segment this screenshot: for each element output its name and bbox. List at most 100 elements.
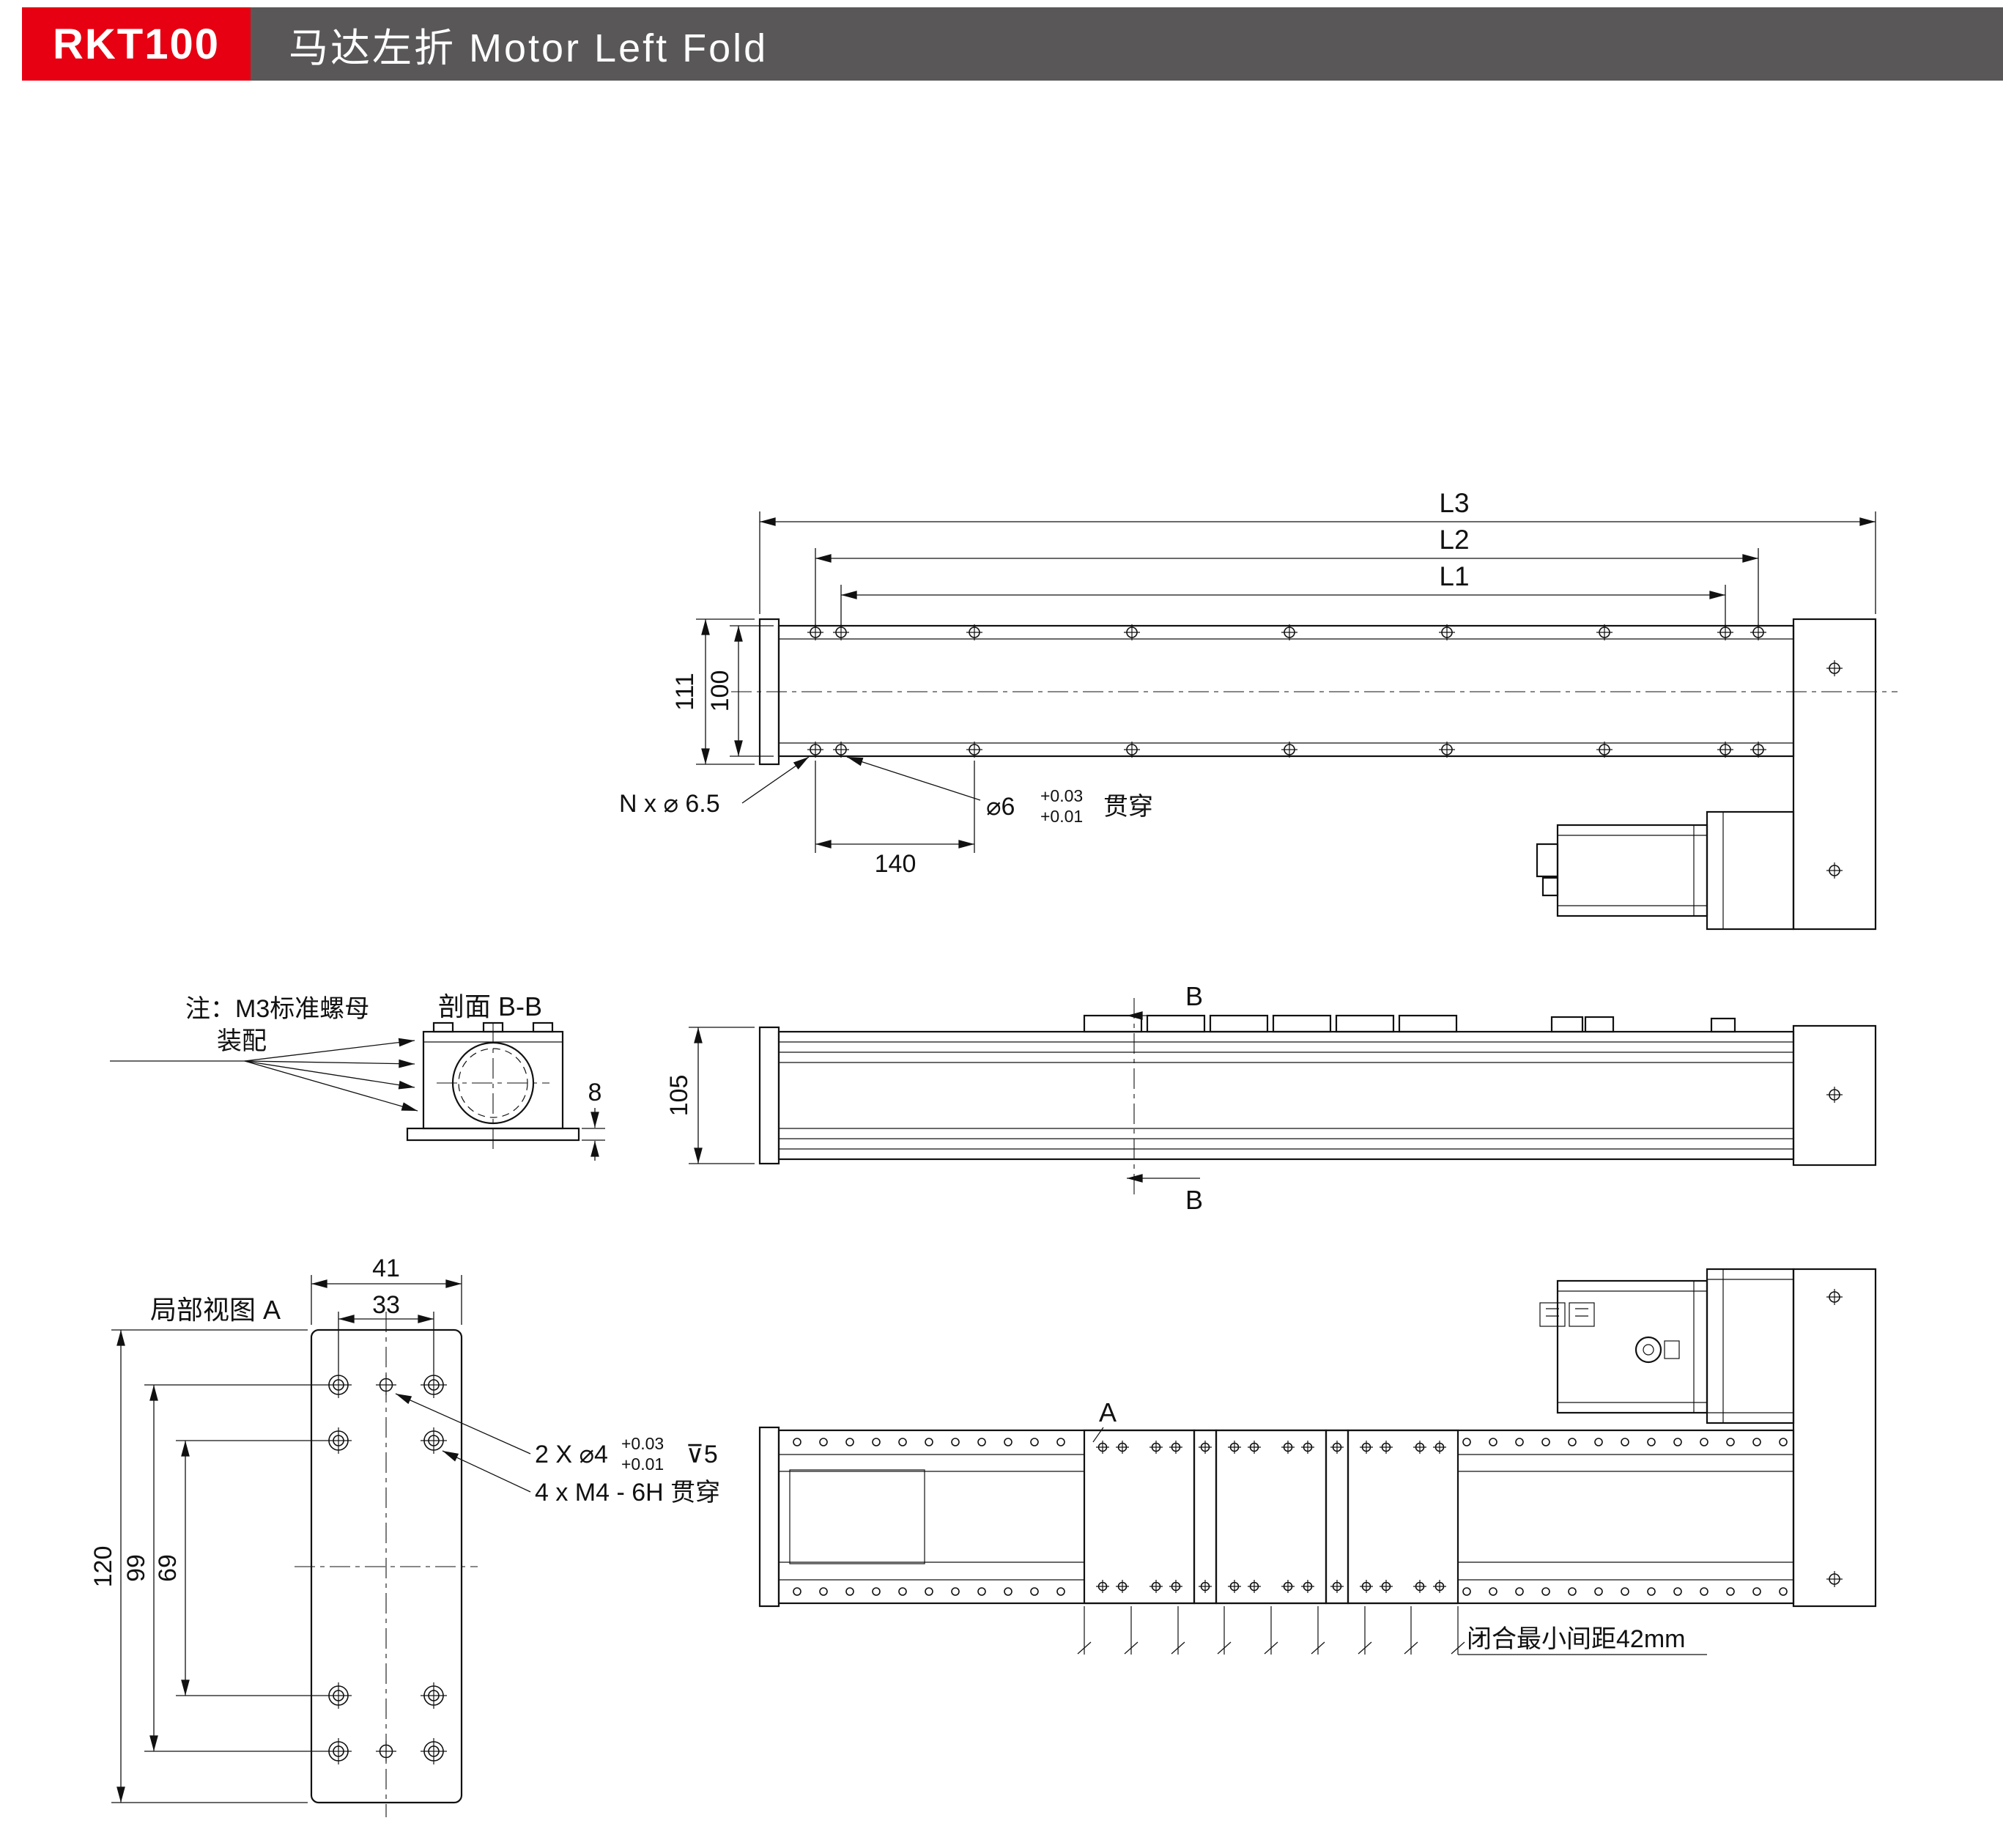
hole-tol-top: +0.03 [1040,786,1083,805]
hole-symbol [375,1374,397,1396]
hole-symbol [1594,1587,1603,1596]
dim-105: 105 [665,1027,755,1164]
hole-symbol [1198,1440,1212,1455]
rail-body [777,1030,1795,1161]
hole-symbol [1726,1587,1735,1596]
hole-symbol [1826,1086,1843,1104]
dim-41-label: 41 [372,1254,400,1282]
hole-symbol [1826,862,1843,879]
thread-label: 4 x M4 - 6H 贯穿 [535,1479,720,1507]
hole-symbol [1247,1440,1262,1455]
hole-symbol [1432,1579,1447,1594]
hole-symbol [1169,1579,1183,1594]
dim-l3: L3 [759,488,1876,614]
callout-n-holes: N x ⌀ 6.5 [619,756,810,818]
hole-symbol [420,1427,448,1455]
hole-dia-label: ⌀6 [986,793,1015,821]
side-view: 105 B B [665,981,1877,1215]
hole-symbol [1227,1440,1242,1455]
hole-symbol [1700,1587,1708,1596]
dim-l2-label: L2 [1439,525,1469,555]
hole-symbol [420,1737,448,1765]
hole-symbol [832,741,850,758]
tick-slash [1171,1641,1185,1655]
hole-through-label: 贯穿 [1103,793,1153,821]
detail-view: 局部视图 A 41 [89,1254,720,1817]
hole-symbol [872,1438,881,1446]
dowel-depth-label: ⊽5 [686,1441,718,1468]
hole-symbol [1717,741,1734,758]
detail-title: 局部视图 A [150,1295,281,1325]
dim-120: 120 [89,1329,308,1803]
dim-140-label: 140 [875,850,917,878]
dowel-tol-bot: +0.01 [621,1455,664,1474]
hole-symbol [1438,741,1456,758]
top-view-motor [1536,810,1795,931]
bottom-rail-holes [793,1438,1788,1596]
page-title: 马达左折 Motor Left Fold [289,26,769,70]
top-view-holes [807,624,1767,758]
tick-slash [1264,1641,1278,1655]
dim-8: 8 [582,1079,605,1161]
hole-symbol [1247,1579,1262,1594]
dim-69: 69 [154,1440,325,1696]
hole-symbol [1123,624,1141,641]
hole-symbol [1281,1440,1295,1455]
dim-111-label: 111 [671,673,699,711]
hole-symbol [1752,1587,1761,1596]
dim-100: 100 [706,625,774,757]
min-gap-note: 闭合最小间距42mm [1467,1625,1685,1653]
hole-symbol [819,1438,828,1446]
hole-symbol [1281,1579,1295,1594]
hole-symbol [1489,1438,1497,1446]
hole-symbol [1198,1579,1212,1594]
n-holes-label: N x ⌀ 6.5 [619,790,720,818]
dim-l2: L2 [815,525,1759,627]
tick-slash [1404,1641,1418,1655]
dim-l1: L1 [840,561,1726,627]
hole-symbol [1056,1587,1065,1596]
tick-slash [1311,1641,1325,1655]
dim-l3-label: L3 [1439,488,1469,518]
hole-symbol [898,1438,907,1446]
sensor-block [1550,1016,1584,1033]
dim-69-label: 69 [154,1554,182,1582]
note-line1: 注：M3标准螺母 [185,995,369,1023]
carriage-blocks [1083,1014,1458,1033]
hole-symbol [793,1438,801,1446]
hole-symbol [925,1587,933,1596]
hole-symbol [420,1682,448,1710]
hole-symbol [1432,1440,1447,1455]
hole-symbol [793,1587,801,1596]
hole-symbol [1149,1579,1163,1594]
hole-symbol [1594,1438,1603,1446]
dim-99: 99 [122,1384,325,1752]
hole-symbol [1281,624,1298,641]
hole-symbol [1281,741,1298,758]
hole-symbol [325,1371,352,1399]
hole-symbol [951,1587,960,1596]
hole-symbol [1438,624,1456,641]
rail-left-cap [758,1426,780,1608]
hole-symbol [1462,1438,1471,1446]
dim-100-label: 100 [706,670,734,712]
tick-slash [1124,1641,1139,1655]
callout-through-hole: ⌀6 +0.03 +0.01 贯穿 [846,756,1153,826]
hole-symbol [375,1740,397,1762]
hole-symbol [1359,1579,1374,1594]
hole-symbol [1621,1587,1629,1596]
hole-symbol [325,1427,352,1455]
hole-symbol [1330,1440,1344,1455]
section-marker-top: B [1185,981,1203,1011]
hole-symbol [872,1587,881,1596]
hole-symbol [1030,1587,1039,1596]
hole-symbol [1300,1440,1315,1455]
tick-slash [1217,1641,1232,1655]
hole-symbol [1489,1587,1497,1596]
hole-symbol [1541,1438,1550,1446]
rail-body [777,1429,1795,1605]
tension-access-plate [789,1469,925,1564]
dim-99-label: 99 [122,1554,150,1582]
hole-symbol [1330,1579,1344,1594]
